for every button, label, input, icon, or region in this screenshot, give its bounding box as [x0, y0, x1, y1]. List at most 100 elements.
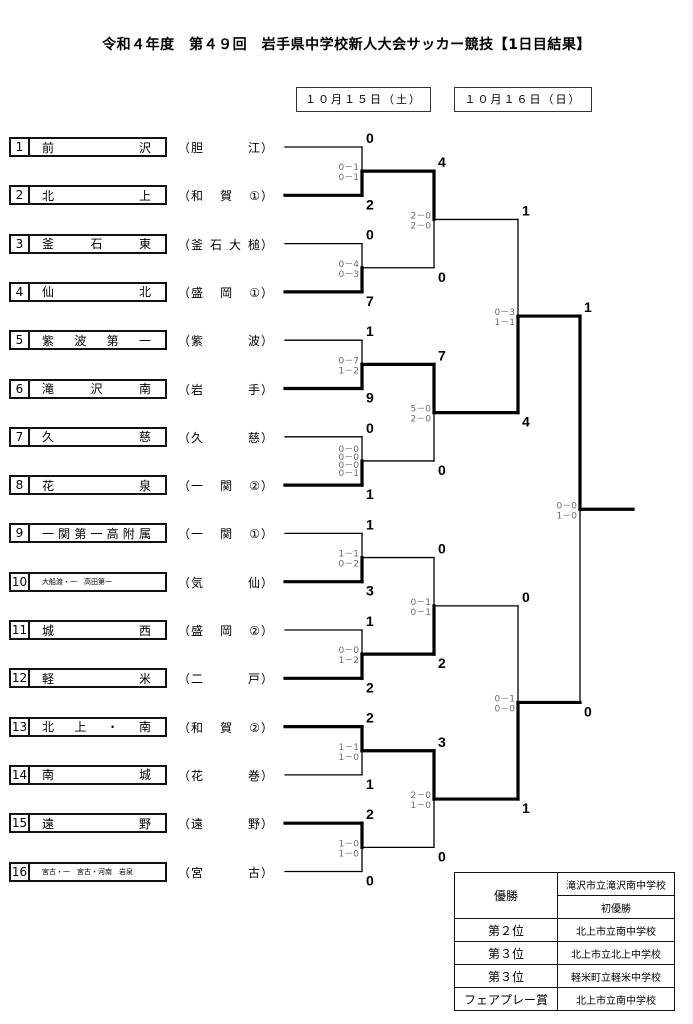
results-label: フェアプレー賞 — [454, 987, 558, 1011]
match-score: 0 — [584, 703, 592, 719]
team-region: （岩手） — [178, 382, 274, 397]
team-name: 仙北 — [42, 285, 153, 300]
results-school: 北上市立北上中学校 — [557, 941, 675, 965]
results-label: 第３位 — [454, 941, 558, 965]
team-region: （遠野） — [178, 817, 274, 832]
period-score: 1－0 — [339, 849, 360, 859]
team-seed: 6 — [11, 380, 30, 397]
team-seed: 2 — [11, 187, 30, 204]
period-score: 2－0 — [411, 791, 432, 801]
period-score: 5－0 — [411, 405, 432, 415]
match-score: 2 — [366, 710, 374, 726]
period-score: 0－1 — [339, 163, 359, 173]
results-row-champion: 優勝 滝沢市立滝沢南中学校 — [454, 872, 675, 919]
team-name: 軽米 — [42, 671, 153, 686]
results-school: 北上市立南中学校 — [557, 918, 675, 942]
team-region: （紫波） — [178, 334, 274, 349]
team-region: （久慈） — [178, 430, 274, 445]
period-score: 0－0 — [339, 646, 360, 656]
team-seed: 7 — [11, 428, 30, 445]
results-row: 第３位 北上市立北上中学校 — [454, 941, 675, 965]
team-name: 北上 — [42, 188, 153, 203]
team-name: 南城 — [42, 768, 153, 783]
match-score: 0 — [438, 269, 446, 285]
team-region: （二戸） — [178, 672, 274, 687]
team-name: 宮古・一 宮古・河南 岩泉 — [42, 867, 133, 876]
team-region: （釜石大槌） — [178, 237, 274, 252]
period-score: 1－2 — [339, 366, 359, 376]
period-score: 0－1 — [411, 608, 431, 618]
period-score: 1－1 — [339, 550, 359, 560]
team-name: 紫波第一 — [42, 333, 153, 348]
date-day2: １０月１６日（日） — [454, 87, 592, 112]
match-score: 0 — [522, 589, 530, 605]
match-score: 2 — [438, 655, 446, 671]
team-seed: 4 — [11, 283, 30, 300]
match-score: 9 — [366, 390, 374, 406]
team-seed: 14 — [11, 766, 30, 783]
match-score: 2 — [366, 806, 374, 822]
match-score: 0 — [366, 420, 374, 436]
team-entry: 15 遠野 — [9, 813, 167, 834]
match-score: 7 — [366, 293, 374, 309]
match-score: 1 — [366, 323, 374, 339]
results-label: 第２位 — [454, 918, 558, 942]
team-name: 滝沢南 — [42, 382, 153, 396]
team-seed: 9 — [11, 525, 30, 542]
period-score: 0－1 — [339, 469, 359, 479]
match-score: 0 — [438, 848, 446, 864]
match-score: 3 — [366, 583, 374, 599]
team-name: 一関第一高附属 — [42, 526, 153, 541]
period-score: 0－0 — [339, 461, 360, 471]
results-table: 優勝 滝沢市立滝沢南中学校 初優勝 第２位 北上市立南中学校 第３位 北上市立北… — [454, 872, 675, 1011]
team-entry: 2 北上 — [9, 185, 167, 206]
team-region: （花巻） — [178, 768, 274, 783]
results-row: フェアプレー賞 北上市立南中学校 — [454, 987, 675, 1011]
team-entry: 9 一関第一高附属 — [9, 523, 167, 544]
period-score: 0－7 — [339, 356, 359, 366]
match-score: 4 — [522, 414, 530, 430]
team-seed: 15 — [11, 815, 30, 832]
match-score: 0 — [438, 541, 446, 557]
team-region: （胆江） — [178, 141, 274, 155]
team-seed: 12 — [11, 670, 30, 687]
results-row: 第３位 軽米町立軽米中学校 — [454, 964, 675, 988]
match-score: 3 — [438, 734, 446, 750]
team-entry: 4 仙北 — [9, 281, 167, 302]
period-score: 0－3 — [495, 308, 515, 318]
match-score: 1 — [366, 613, 374, 629]
period-score: 1－0 — [339, 753, 360, 763]
period-score: 1－2 — [339, 656, 359, 666]
team-seed: 5 — [11, 332, 30, 349]
team-name: 久慈 — [42, 430, 153, 445]
team-seed: 3 — [11, 235, 30, 252]
page-edge — [687, 0, 693, 1024]
team-name: 遠野 — [42, 816, 153, 831]
results-row: 第２位 北上市立南中学校 — [454, 918, 675, 942]
team-seed: 10 — [11, 573, 30, 590]
match-score: 2 — [366, 196, 374, 212]
team-seed: 13 — [11, 718, 30, 735]
period-score: 0－1 — [495, 694, 515, 704]
period-score: 0－0 — [557, 501, 578, 511]
period-score: 1－0 — [339, 839, 360, 849]
match-score: 4 — [438, 154, 446, 170]
team-name: 城西 — [42, 623, 153, 638]
team-name: 前沢 — [42, 140, 153, 155]
period-score: 2－0 — [411, 221, 432, 231]
period-score: 0－4 — [339, 260, 360, 270]
period-score: 0－3 — [339, 270, 359, 280]
match-score: 1 — [366, 486, 374, 502]
match-score: 0 — [366, 227, 374, 243]
results-note: 初優勝 — [557, 895, 675, 919]
